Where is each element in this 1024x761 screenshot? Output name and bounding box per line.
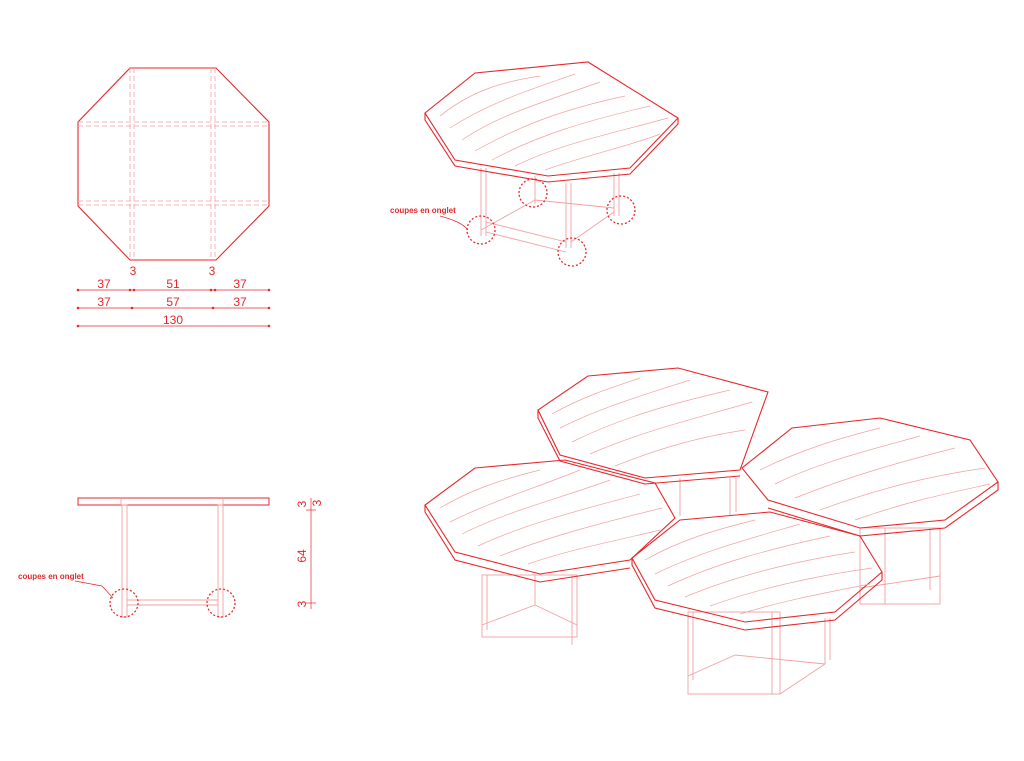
dim-37-right-row2: 37 [233,295,247,309]
dim-3-right: 3 [209,264,216,278]
assembly-table-back [537,367,769,516]
assembly-table-right [741,417,999,605]
dim-57: 57 [166,295,180,309]
plan-dimension-labels: 37 3 51 3 37 37 57 37 130 [97,264,247,327]
dim-3-side: 3 [310,499,324,506]
elevation-frame [120,498,224,618]
elevation-vertical-dims [306,498,316,609]
dim-51: 51 [166,277,180,291]
plan-dimension-lines [78,289,269,327]
elevation-callout: coupes en onglet [18,572,84,581]
plan-octagon-outline [77,67,270,261]
assembly-table-left [424,459,676,645]
dim-64: 64 [295,549,309,563]
single-callout-leader [439,215,469,231]
dim-37-right: 37 [233,277,247,291]
single-table-top-edge [424,113,679,183]
plan-view [76,67,271,328]
table-perspective-single [424,61,679,267]
table-assembly [424,367,999,695]
single-table-callout: coupes en onglet [390,206,456,215]
elevation-miter-circle-right [206,588,236,618]
elevation-view [74,497,316,618]
perspective-frame [480,168,620,253]
plan-hidden-frame [78,68,269,260]
dim-37-left-row2: 37 [97,295,111,309]
elevation-dimension-labels: 3 64 3 3 [295,499,324,607]
single-miter-circles [466,178,636,267]
elevation-miter-circle-left [109,588,139,618]
elevation-callout-leader [74,580,114,599]
dim-37-left: 37 [97,277,111,291]
dim-3-left: 3 [130,264,137,278]
elevation-tabletop [77,497,270,506]
plan-dimension-ticks [76,288,271,328]
dim-3-top: 3 [295,500,309,507]
single-table-grain [439,73,669,171]
dim-3-bottom: 3 [295,600,309,607]
dim-130: 130 [163,313,183,327]
assembly-table-front [631,511,883,695]
single-table-top [424,61,679,177]
